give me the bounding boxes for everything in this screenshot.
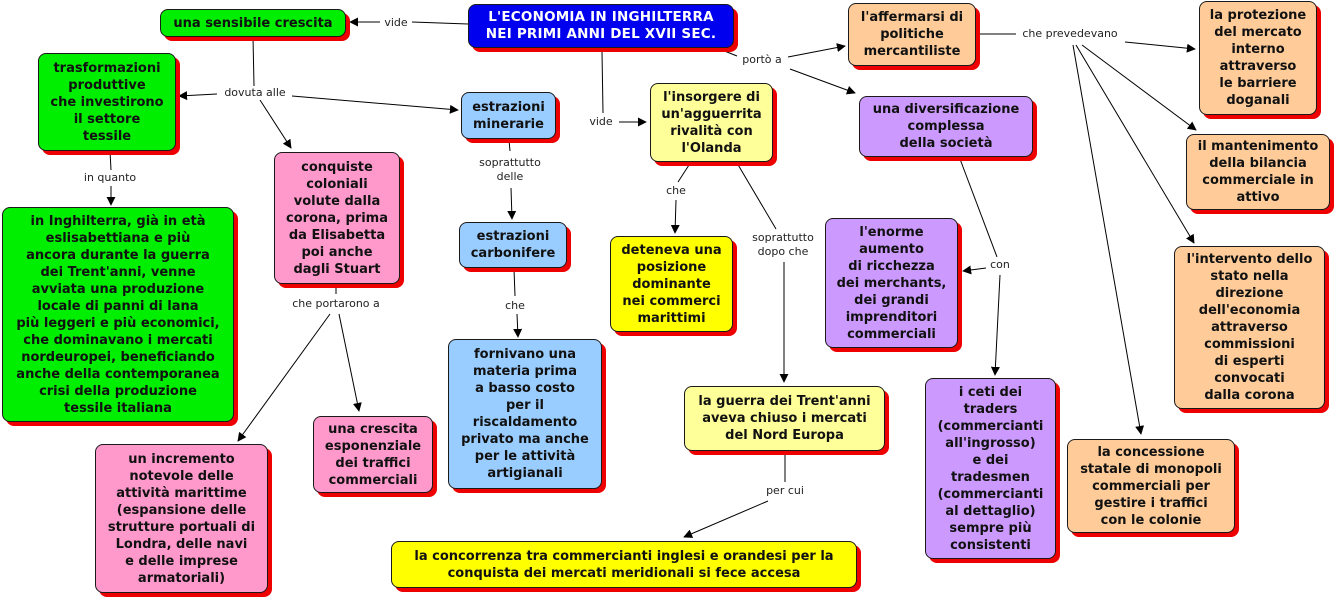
edge-che-fornivano bbox=[513, 313, 523, 338]
edge-percui-concorrenza bbox=[683, 500, 769, 538]
node-insorgere[interactable]: l'insorgere di un'agguerrita rivalità co… bbox=[650, 83, 773, 162]
link-label-con: con bbox=[988, 258, 1012, 272]
link-label-vide-mid: vide bbox=[587, 115, 615, 129]
edge-carbonifere-che bbox=[513, 268, 516, 297]
link-label-che-carbonifere: che bbox=[503, 299, 527, 313]
node-guerra[interactable]: la guerra dei Trent'anni aveva chiuso i … bbox=[684, 386, 885, 451]
edge-minerarie-soprattutto bbox=[508, 139, 511, 152]
node-estrazioni-minerarie[interactable]: estrazioni minerarie bbox=[461, 92, 556, 139]
link-label-vide-top: vide bbox=[382, 16, 410, 30]
node-deteneva[interactable]: deteneva una posizione dominante nei com… bbox=[610, 236, 733, 332]
node-concorrenza[interactable]: la concorrenza tra commercianti inglesi … bbox=[391, 541, 857, 588]
node-enorme-aumento[interactable]: l'enorme aumento di ricchezza dei mercha… bbox=[825, 218, 958, 348]
edge-portarono-crescitaesp bbox=[338, 313, 362, 412]
edge-soprattutto-carbonifere bbox=[507, 187, 517, 220]
node-mercantiliste[interactable]: l'affermarsi di politiche mercantiliste bbox=[848, 3, 976, 66]
edge-che-deteneva bbox=[670, 199, 680, 234]
node-intervento[interactable]: l'intervento dello stato nella direzione… bbox=[1174, 246, 1325, 409]
node-crescita[interactable]: una sensibile crescita bbox=[160, 9, 346, 37]
node-ceti[interactable]: i ceti dei traders (commercianti all'ing… bbox=[925, 378, 1056, 559]
edge-prevedevano-intervento bbox=[1075, 44, 1195, 244]
link-label-in-quanto: in quanto bbox=[81, 171, 139, 185]
node-inghilterra[interactable]: in Inghilterra, già in età eslisabettian… bbox=[2, 207, 234, 422]
node-protezione[interactable]: la protezione del mercato interno attrav… bbox=[1199, 1, 1317, 115]
edge-root-videmid bbox=[601, 51, 604, 114]
node-trasformazioni[interactable]: trasformazioni produttive che investiron… bbox=[38, 53, 176, 151]
node-conquiste[interactable]: conquiste coloniali volute dalla corona,… bbox=[274, 152, 400, 284]
node-diversificazione[interactable]: una diversificazione complessa della soc… bbox=[859, 96, 1033, 157]
node-fornivano[interactable]: fornivano una materia prima a basso cost… bbox=[448, 339, 602, 489]
node-incremento[interactable]: un incremento notevole delle attività ma… bbox=[95, 444, 268, 593]
link-label-che-prevedevano: che prevedevano bbox=[1020, 27, 1120, 41]
edge-insorgere-dopoche bbox=[736, 162, 777, 230]
edge-prevedevano-monopoli bbox=[1072, 44, 1145, 435]
link-label-soprattutto-dopo-che: soprattutto dopo che bbox=[750, 231, 816, 259]
edge-root-vide bbox=[411, 21, 469, 25]
node-crescita-esponenziale[interactable]: una crescita esponenziale dei traffici c… bbox=[313, 416, 433, 493]
link-label-per-cui: per cui bbox=[764, 484, 806, 498]
node-root-title[interactable]: L'ECONOMIA IN INGHILTERRA NEI PRIMI ANNI… bbox=[468, 4, 734, 48]
edge-porto-mercantiliste bbox=[787, 43, 846, 58]
edge-portarono-incremento bbox=[237, 313, 331, 442]
edge-prevedevano-bilancia bbox=[1081, 44, 1197, 131]
edge-dovuta-trasformazioni bbox=[178, 91, 218, 101]
node-bilancia[interactable]: il mantenimento della bilancia commercia… bbox=[1186, 134, 1330, 210]
edge-trasf-inquanto bbox=[109, 150, 112, 171]
link-label-soprattutto-delle: soprattutto delle bbox=[477, 156, 543, 184]
edge-porto-diversificazione bbox=[789, 68, 856, 95]
link-label-che-portarono-a: che portarono a bbox=[290, 297, 382, 311]
node-estrazioni-carbonifere[interactable]: estrazioni carbonifere bbox=[459, 222, 567, 268]
edge-root-porto bbox=[721, 49, 738, 57]
edge-con-enorme bbox=[962, 265, 987, 275]
edge-diversificazione-con bbox=[959, 158, 998, 258]
node-monopoli[interactable]: la concessione statale di monopoli comme… bbox=[1067, 439, 1235, 533]
edge-insorgere-che bbox=[677, 164, 690, 183]
link-label-porto-a: portò a bbox=[740, 53, 784, 67]
link-label-che-olanda: che bbox=[664, 184, 688, 198]
edge-dovuta-conquiste bbox=[259, 99, 292, 149]
edge-dovuta-minerarie bbox=[291, 95, 459, 114]
link-label-dovuta-alle: dovuta alle bbox=[222, 86, 288, 100]
edge-con-ceti bbox=[990, 274, 1001, 376]
edge-prevedevano-protezione bbox=[1124, 41, 1196, 53]
edge-crescita-dovuta bbox=[252, 36, 255, 87]
